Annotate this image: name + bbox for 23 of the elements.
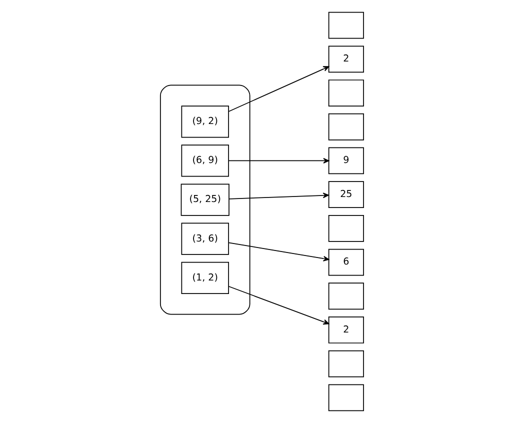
arrow: [228, 242, 329, 262]
node-box: (9, 2): [180, 106, 228, 138]
node-box: 2: [328, 316, 364, 344]
node-box: (6, 9): [180, 144, 228, 177]
node-box: 9: [328, 147, 364, 174]
arrow: [228, 66, 329, 112]
cluster: [159, 84, 250, 315]
node-box: 2: [328, 46, 364, 73]
node-box: 25: [328, 181, 364, 208]
node-box: [328, 282, 364, 310]
node-box: (5, 25): [180, 184, 229, 216]
arrow: [228, 286, 329, 325]
node-box: (3, 6): [180, 222, 228, 255]
arrow: [228, 158, 329, 164]
node-box: [328, 12, 364, 39]
node-box: 6: [328, 248, 364, 276]
node-box: [328, 113, 364, 140]
node-box: [328, 384, 364, 412]
node-box: [328, 80, 364, 106]
arrow: [228, 192, 328, 200]
node-box: [328, 350, 364, 378]
node-box: [328, 214, 364, 242]
node-box: (1, 2): [180, 262, 228, 294]
